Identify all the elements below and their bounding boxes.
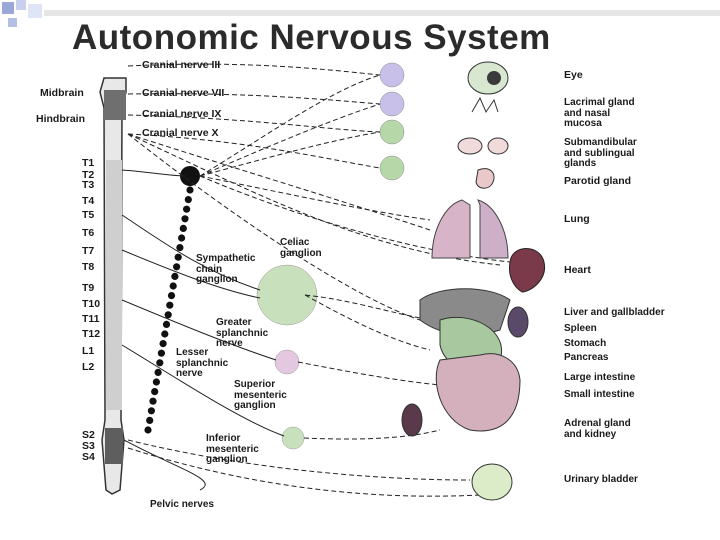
chain-ganglion-bead	[151, 388, 159, 396]
inferior-mesenteric-label: Inferior mesenteric ganglion	[206, 433, 259, 465]
lung-label: Lung	[564, 213, 590, 225]
chain-ganglion-bead	[162, 320, 171, 328]
inferior-mesenteric-ganglion-shape	[281, 426, 305, 450]
spinal-level-s4: S4	[82, 451, 95, 463]
spinal-level-t6: T6	[82, 227, 95, 239]
chain-ganglion-bead	[181, 215, 189, 223]
spinal-level-t3: T3	[82, 179, 95, 191]
preganglionic-fibers	[121, 169, 285, 491]
spinal-level-l1: L1	[82, 345, 95, 357]
celiac-ganglion-label: Celiac ganglion	[280, 237, 322, 259]
chain-ganglion-bead	[166, 301, 174, 309]
bladder-label: Urinary bladder	[564, 474, 638, 485]
small-intestine-label: Small intestine	[564, 389, 635, 400]
chain-ganglion-bead	[146, 416, 154, 424]
spinal-level-t7: T7	[82, 245, 95, 257]
chain-ganglion-bead	[159, 340, 167, 348]
heart-organ	[509, 248, 546, 293]
cranial-nerve-label: Cranial nerve VII	[142, 87, 225, 99]
chain-ganglion-bead	[183, 205, 191, 213]
cranial-nerve-label: Cranial nerve III	[142, 59, 221, 71]
sympathetic-chain	[144, 166, 200, 434]
chain-ganglion-bead	[173, 263, 181, 271]
eye-label: Eye	[564, 69, 583, 81]
eye-ganglion	[379, 62, 405, 88]
parotid-ganglion	[379, 155, 405, 181]
spinal-level-t4: T4	[82, 195, 95, 207]
chain-ganglion-bead	[152, 378, 160, 386]
chain-ganglion-bead	[171, 272, 179, 280]
lacrimal-label: Lacrimal gland and nasal mucosa	[564, 97, 635, 129]
chain-ganglion-bead	[149, 397, 157, 405]
liver-label: Liver and gallbladder	[564, 307, 665, 318]
lacrimal-ganglion	[379, 91, 405, 117]
superior-mesenteric-label: Superior mesenteric ganglion	[234, 379, 287, 411]
spinal-level-t2: T2	[82, 169, 95, 181]
stomach-label: Stomach	[564, 338, 607, 349]
chain-ganglion-bead	[156, 359, 164, 367]
spinal-level-t1: T1	[82, 157, 95, 169]
chain-ganglion-bead	[174, 253, 182, 261]
pancreas-label: Pancreas	[564, 352, 609, 363]
chain-ganglion-bead	[184, 196, 192, 204]
sympathetic-chain-label: Sympathetic chain ganglion	[196, 253, 256, 285]
chain-ganglion-bead	[157, 349, 165, 357]
chain-ganglion-bead	[147, 407, 155, 415]
adrenal-label: Adrenal gland and kidney	[564, 418, 631, 440]
spinal-level-s3: S3	[82, 440, 95, 452]
spinal-cord	[99, 77, 127, 495]
spinal-level-t9: T9	[82, 282, 95, 294]
celiac-ganglion-shape	[256, 264, 318, 326]
spinal-level-t12: T12	[82, 328, 101, 340]
abdominal-organs	[401, 288, 529, 501]
eye-organ	[467, 61, 509, 95]
pelvic-nerves-label: Pelvic nerves	[150, 499, 214, 510]
superior-mesenteric-ganglion-shape	[274, 349, 300, 375]
page-title: Autonomic Nervous System	[72, 18, 551, 57]
spinal-level-s2: S2	[82, 429, 95, 441]
chain-ganglion-bead	[178, 234, 186, 242]
chain-ganglion-bead	[164, 311, 172, 319]
spinal-level-t10: T10	[82, 298, 101, 310]
corner-decoration	[0, 0, 720, 40]
submandibular-label: Submandibular and sublingual glands	[564, 137, 637, 169]
chain-ganglion-bead	[144, 426, 152, 434]
chain-ganglion-bead	[154, 368, 162, 376]
chain-ganglion-bead	[179, 224, 187, 232]
submandibular-organ	[457, 137, 509, 155]
chain-ganglion-bead	[161, 330, 169, 338]
spinal-level-t5: T5	[82, 209, 95, 221]
spinal-level-t8: T8	[82, 261, 95, 273]
heart-label: Heart	[564, 264, 591, 276]
chain-ganglion-bead	[167, 292, 176, 300]
lesser-splanchnic-label: Lesser splanchnic nerve	[176, 347, 229, 379]
parotid-label: Parotid gland	[564, 175, 632, 187]
chain-ganglion-bead	[176, 244, 184, 252]
chain-ganglion-bead	[169, 282, 177, 290]
large-intestine-label: Large intestine	[564, 372, 636, 383]
midbrain-label: Midbrain	[40, 87, 84, 99]
spleen-label: Spleen	[564, 323, 597, 334]
lacrimal-organ	[471, 96, 499, 114]
parotid-organ	[475, 168, 495, 189]
cranial-nerve-label: Cranial nerve IX	[142, 108, 222, 120]
spinal-level-t11: T11	[82, 313, 100, 325]
greater-splanchnic-label: Greater splanchnic nerve	[216, 317, 269, 349]
lung-organ	[431, 199, 509, 259]
chain-ganglion-bead	[186, 186, 194, 194]
submandibular-ganglion	[379, 119, 405, 145]
spinal-level-l2: L2	[82, 361, 95, 373]
cranial-nerve-label: Cranial nerve X	[142, 127, 219, 139]
hindbrain-label: Hindbrain	[36, 113, 85, 125]
